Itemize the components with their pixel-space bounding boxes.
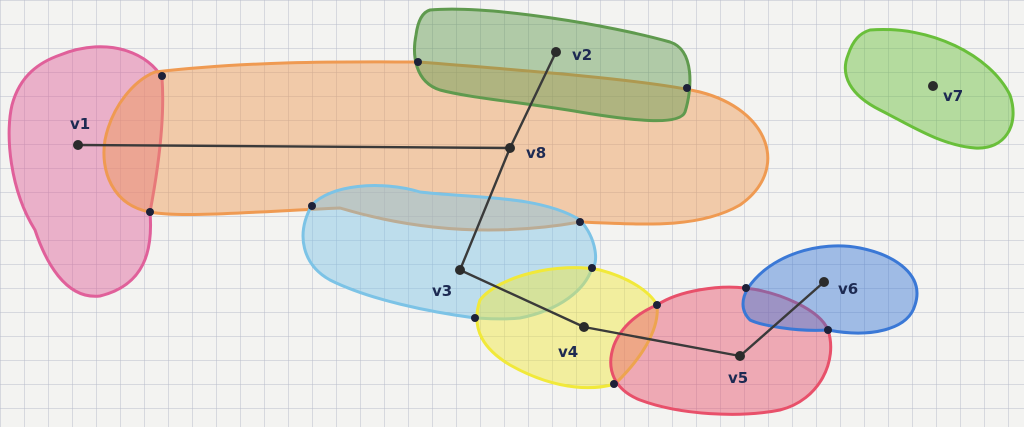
boundary-point — [653, 301, 661, 309]
boundary-point — [471, 314, 479, 322]
boundary-point — [824, 326, 832, 334]
boundary-point — [414, 58, 422, 66]
boundary-point — [610, 380, 618, 388]
vertex-v7 — [928, 81, 938, 91]
vertex-label-v6: v6 — [838, 280, 858, 298]
boundary-point — [742, 284, 750, 292]
hyperedge-blue — [741, 244, 919, 335]
vertex-label-v3: v3 — [432, 282, 452, 300]
vertex-label-v1: v1 — [70, 115, 90, 133]
vertex-label-v5: v5 — [728, 369, 748, 387]
vertex-label-v8: v8 — [526, 144, 546, 162]
boundary-point — [308, 202, 316, 210]
boundary-point — [683, 84, 691, 92]
edge-v4-v5 — [582, 325, 742, 358]
edge-v3-v4 — [458, 268, 586, 329]
vertex-v8 — [505, 143, 515, 153]
edge-v8-v2 — [508, 50, 558, 150]
boundary-point — [158, 72, 166, 80]
vertex-label-v4: v4 — [558, 343, 578, 361]
graph-edges — [76, 50, 826, 358]
boundary-point — [146, 208, 154, 216]
boundary-point — [576, 218, 584, 226]
vertex-v4 — [579, 322, 589, 332]
vertex-label-v7: v7 — [943, 87, 963, 105]
graph-vertices: v1 v2 v3 v4 v5 v6 v7 v8 — [70, 46, 963, 387]
hyperedge-boundary-points — [146, 58, 832, 388]
vertex-v5 — [735, 351, 745, 361]
edge-v8-v3 — [458, 146, 512, 272]
hyperedge-orange — [102, 60, 770, 232]
vertex-v6 — [819, 277, 829, 287]
vertex-v2 — [551, 47, 561, 57]
vertex-v1 — [73, 140, 83, 150]
edge-v5-v6 — [738, 280, 826, 358]
hyperedge-blue-light — [301, 184, 598, 321]
edge-v1-v8 — [76, 143, 512, 150]
vertex-v3 — [455, 265, 465, 275]
vertex-label-v2: v2 — [572, 46, 592, 64]
hyperedge-green-top — [413, 7, 692, 123]
boundary-point — [588, 264, 596, 272]
